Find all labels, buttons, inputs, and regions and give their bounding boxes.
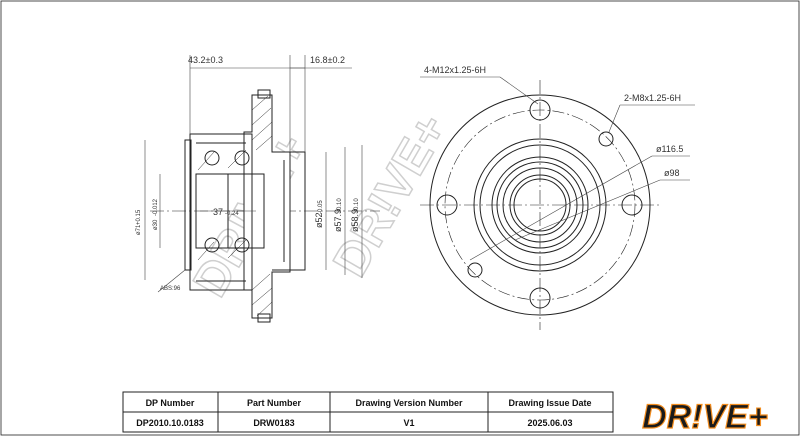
inner-bore [195,173,265,249]
title-header-dp: DP Number [146,398,195,408]
ball-bottom-right [234,237,250,253]
dim-outer-bearing-tol: +0.15 [136,209,142,225]
ball-top-right [234,150,250,166]
dim-pilot-1-tol: -0.05 [318,200,324,214]
flange-boss-top [257,89,271,99]
front-leaders [420,76,695,261]
side-dimensions [144,55,363,293]
abs-label: ABS:96 [160,286,181,292]
flange-outer-circle [429,94,651,316]
title-header-date: Drawing Issue Date [508,398,591,408]
title-value-date: 2025.06.03 [527,418,572,428]
dim-pilot-2-tol: -0.10 [337,198,343,212]
dim-bearing-width: 37 [213,207,223,217]
dim-pilot-2-value: ø57.9 [333,209,343,232]
aux-hole-lower [467,262,483,278]
title-value-dp: DP2010.10.0183 [136,418,204,428]
dim-pilot-2: ø57.9 -0.10 [333,198,343,232]
pilot-circle-6 [509,174,571,236]
logo-text: DR!VE+ [642,398,768,436]
stud-hole-bottom [529,287,551,309]
pilot-circle-1 [473,138,607,272]
aux-hole-upper [598,131,614,147]
title-value-part: DRW0183 [253,418,294,428]
drive-logo: DR!VE+ [642,397,769,436]
stud-hole-top [529,99,551,121]
hub-pilot [272,151,306,271]
stud-hole-left [436,194,458,216]
ball-top-left [204,150,220,166]
front-view [420,80,660,330]
dim-width-total: 43.2±0.3 [188,55,223,65]
dim-inner-bore-tol: -0.012 [153,198,159,216]
stud-hole-right [621,194,643,216]
section-hatching [197,95,273,317]
title-value-version: V1 [403,418,414,428]
dim-flange-offset: 16.8±0.2 [310,55,345,65]
thread-main-label: 4-M12x1.25-6H [424,65,486,75]
flange-boss-bottom [257,313,271,323]
dim-pilot-3-value: ø58.9 [350,209,360,232]
hub-flange [243,94,291,319]
title-header-part: Part Number [247,398,302,408]
dim-bearing-width-tol: -0.24 [225,211,239,217]
pcd-outer-label: ø116.5 [656,144,683,154]
pilot-circle-5 [502,167,578,243]
dim-pilot-3: ø58.9 -0.10 [350,198,360,232]
dim-outer-bearing: ø71 +0.15 [136,209,142,235]
dim-inner-bore-value: ø30 [153,219,159,230]
thread-aux-label: 2-M8x1.25-6H [624,93,681,103]
dim-pilot-1: ø52 -0.05 [314,200,324,228]
dim-pilot-1-value: ø52 [314,212,324,228]
watermark-right: DR!VE+ [324,105,459,285]
dim-outer-bearing-value: ø71 [136,224,142,235]
title-header-version: Drawing Version Number [355,398,463,408]
pcd-circle [444,109,636,301]
ball-bottom-left [204,237,220,253]
title-block [122,391,614,433]
abs-ring [184,139,192,271]
pcd-inner-label: ø98 [664,168,680,178]
dim-pilot-3-tol: -0.10 [354,198,360,212]
pilot-circle-3 [491,156,589,254]
side-view [150,89,380,323]
dim-inner-bore: ø30 -0.012 [153,198,159,230]
pilot-circle-4 [496,161,584,249]
